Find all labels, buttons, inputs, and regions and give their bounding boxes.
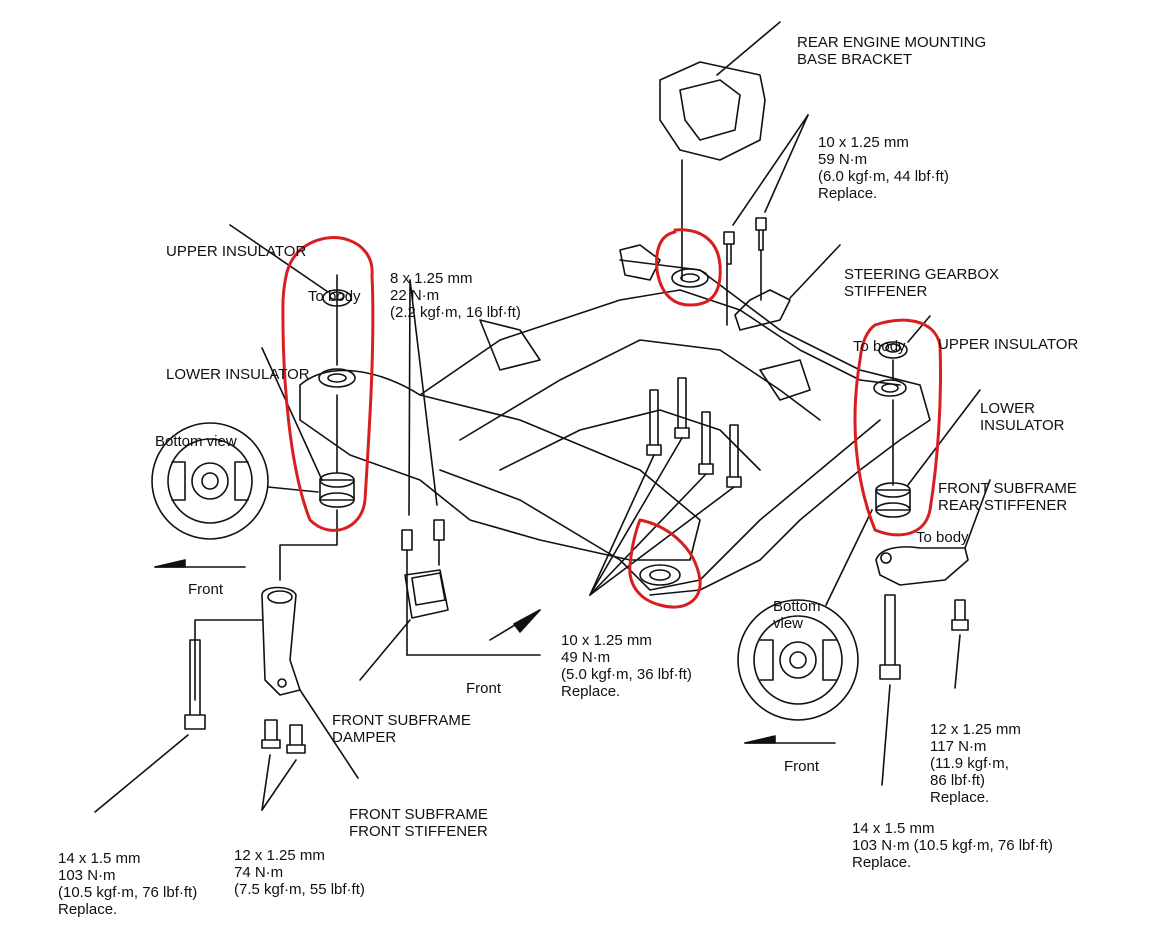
subframe-right-rail bbox=[619, 259, 931, 596]
red-markup-front-mount bbox=[628, 518, 702, 609]
left-long-bolt bbox=[184, 639, 206, 730]
subframe-diagram bbox=[94, 21, 991, 813]
right-short-bolt bbox=[951, 599, 969, 631]
front-damper-shape bbox=[404, 569, 449, 619]
left-bottom-view-circle bbox=[151, 422, 269, 540]
label-front-right: Front bbox=[784, 758, 820, 775]
bracket-bolt-2 bbox=[755, 217, 767, 251]
front-mount-pad bbox=[639, 564, 681, 586]
right-upper-insulator bbox=[878, 341, 908, 359]
subframe-crossmember-front bbox=[439, 419, 881, 591]
front-stiffener-shape bbox=[261, 586, 301, 696]
stiffener-bolt-2 bbox=[286, 724, 306, 754]
label-front-center: Front bbox=[466, 680, 502, 697]
bracket-bolt-1 bbox=[723, 231, 735, 265]
red-markup-left-stack bbox=[281, 236, 375, 532]
subframe-inner-rail bbox=[459, 339, 821, 441]
center-bolt-3 bbox=[698, 411, 714, 475]
subframe-left-rail bbox=[299, 369, 701, 561]
subframe-crossmember-rear bbox=[419, 289, 901, 396]
center-bolt-4 bbox=[726, 424, 742, 488]
left-lower-insulator bbox=[319, 479, 355, 501]
label-upper-insulator-left: UPPER INSULATOR bbox=[166, 243, 307, 260]
right-bottom-view-circle bbox=[737, 599, 859, 721]
label-to-body-right-top: To body bbox=[853, 338, 906, 355]
red-markup-rear-mount bbox=[655, 228, 722, 307]
damper-bolt-1 bbox=[401, 529, 413, 551]
label-lower-insulator-left: LOWER INSULATOR bbox=[166, 366, 310, 383]
damper-bolt-2 bbox=[433, 519, 445, 541]
label-bottom-view-left: Bottom view bbox=[155, 433, 237, 450]
label-to-body-left: To body bbox=[308, 288, 361, 305]
right-mount-pad bbox=[873, 379, 907, 397]
left-mount-pad bbox=[318, 368, 356, 388]
rear-mount-pad bbox=[671, 268, 709, 288]
steering-stiffener-shape bbox=[734, 289, 791, 331]
label-front-left: Front bbox=[188, 581, 224, 598]
label-to-body-right-bottom: To body bbox=[916, 529, 969, 546]
rear-engine-bracket-shape bbox=[659, 61, 766, 161]
red-markup-right-stack bbox=[853, 318, 943, 537]
label-upper-insulator-right: UPPER INSULATOR bbox=[938, 336, 1079, 353]
center-bolt-1 bbox=[646, 389, 662, 456]
stiffener-bolt-1 bbox=[261, 719, 281, 749]
center-bolt-2 bbox=[674, 377, 690, 439]
rear-stiffener-shape bbox=[875, 546, 969, 586]
right-long-bolt bbox=[879, 594, 901, 680]
right-lower-insulator bbox=[875, 489, 911, 511]
